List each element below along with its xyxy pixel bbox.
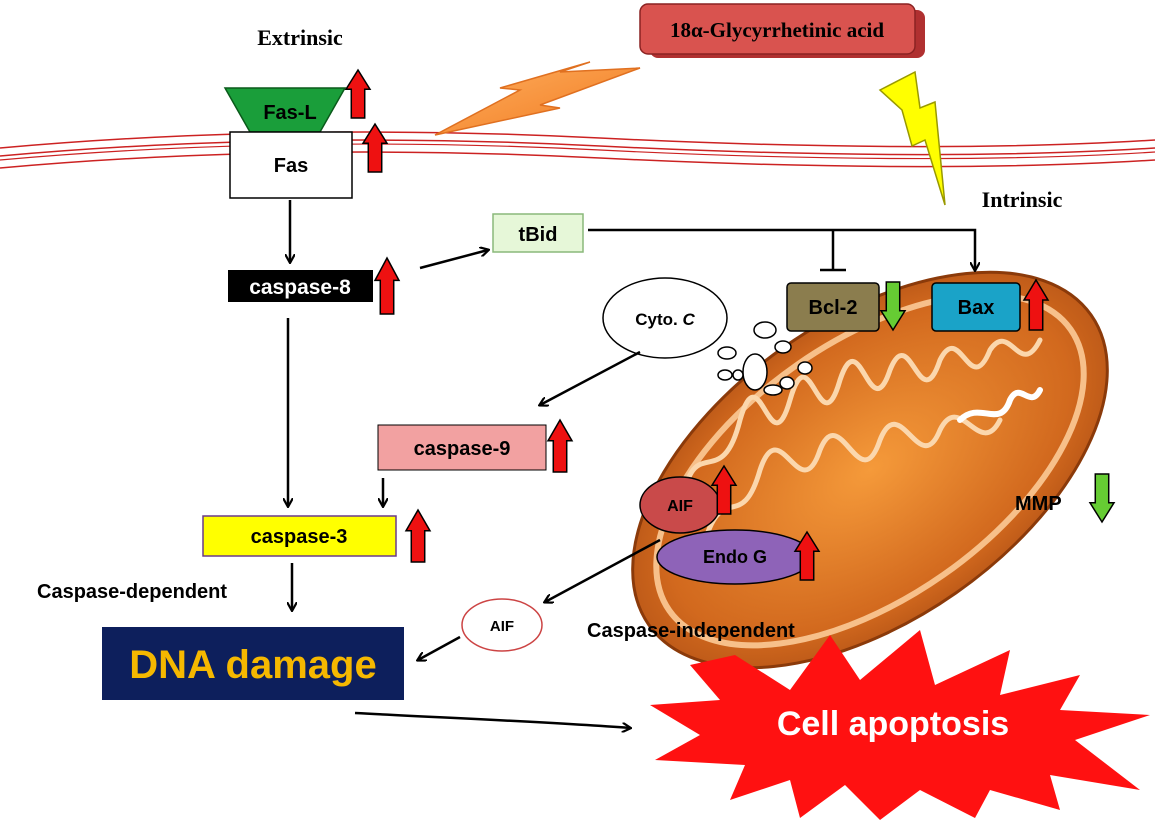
- orange-lightning-icon: [434, 61, 641, 136]
- mmp-down-arrow-icon: [1088, 473, 1116, 524]
- bax-up-arrow-icon: [1022, 278, 1050, 331]
- cell-membrane: [0, 131, 1155, 169]
- bax-node: [931, 282, 1021, 332]
- caspase-independent-label: Caspase-independent: [587, 620, 795, 642]
- cell-apoptosis-node: [650, 630, 1150, 820]
- caspase-dependent-label: Caspase-dependent: [37, 581, 227, 603]
- tbid-node: [492, 213, 584, 253]
- caspase3-up-arrow-icon: [404, 508, 432, 563]
- bcl-2-label: Bcl-2: [809, 297, 858, 319]
- yellow-lightning-icon: [878, 70, 946, 206]
- regulation-arrows: [344, 68, 1116, 581]
- caspase-9-label: caspase-9: [414, 438, 511, 460]
- fas-l-label: Fas-L: [263, 102, 316, 124]
- aif-to-dna-damage-arrow: [418, 635, 461, 660]
- caspase-3-label: caspase-3: [251, 526, 348, 548]
- intrinsic-label: Intrinsic: [982, 187, 1063, 212]
- caspase-8-node: [228, 270, 373, 302]
- aif-mito-label: AIF: [667, 498, 693, 515]
- endo-g-label: Endo G: [703, 547, 767, 567]
- cyto-c-node: [602, 277, 728, 359]
- fas-l-up-arrow-icon: [344, 68, 372, 119]
- compound-label: 18α-Glycyrrhetinic acid: [670, 18, 884, 42]
- aif-free-node: [461, 598, 543, 652]
- bcl2-down-arrow-icon: [879, 281, 907, 332]
- aif-up-arrow-icon: [710, 464, 738, 515]
- dna-damage-label: DNA damage: [129, 643, 376, 687]
- cyto-c-label: Cyto. C: [635, 310, 695, 329]
- aif-free-label: AIF: [490, 618, 514, 635]
- cyto-c-to-caspase-9-arrow: [540, 350, 641, 405]
- tbid-to-bax-arrow: [588, 228, 975, 270]
- cell-apoptosis-label: Cell apoptosis: [777, 705, 1009, 743]
- caspase-8-to-tbid-arrow: [419, 250, 488, 270]
- extrinsic-label: Extrinsic: [257, 25, 343, 50]
- dna-damage-node: [102, 627, 404, 700]
- cyto-c-bubbles: [717, 321, 813, 396]
- endo-g-up-arrow-icon: [793, 530, 821, 581]
- bcl-2-node: [786, 282, 880, 332]
- caspase8-up-arrow-icon: [373, 256, 401, 315]
- fas-label: Fas: [274, 155, 308, 177]
- caspase-9-node: [377, 424, 547, 471]
- tbid-label: tBid: [519, 224, 558, 246]
- mmp-label: MMP: [1015, 493, 1062, 515]
- caspase9-up-arrow-icon: [546, 418, 574, 473]
- fas-up-arrow-icon: [361, 122, 389, 173]
- mito-to-aif-arrow: [545, 538, 661, 602]
- bax-label: Bax: [958, 297, 995, 319]
- fas-node: [229, 131, 353, 199]
- mitochondrion: [631, 270, 1109, 670]
- caspase-3-node: [202, 515, 397, 557]
- compound-box: [639, 3, 925, 58]
- pathway-arrows: [288, 200, 975, 728]
- dna-damage-to-apoptosis-arrow: [354, 711, 630, 728]
- caspase-8-label: caspase-8: [249, 276, 351, 299]
